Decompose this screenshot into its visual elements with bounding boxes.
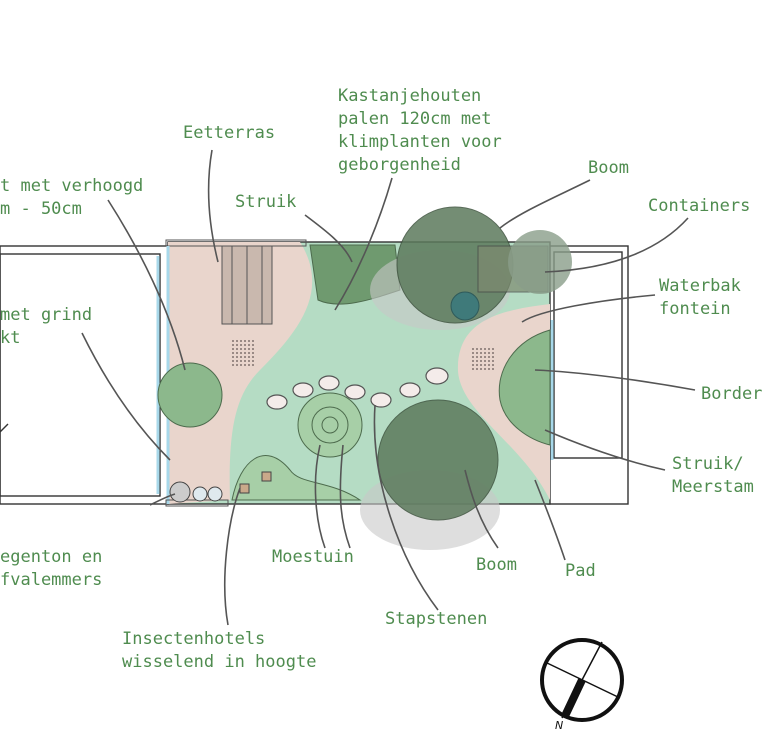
rain-barrel-icon <box>207 486 223 502</box>
label-kastanje-line1: Kastanjehouten <box>338 86 481 106</box>
moestuin-bed-lower <box>231 455 362 501</box>
label-struik-meerstam-line2: Meerstam <box>672 477 754 497</box>
eetterras-path <box>168 242 313 504</box>
label-kastanje-line2: palen 120cm met <box>338 109 492 129</box>
stepping-stone-icon <box>266 367 449 410</box>
drain-grate-right <box>472 348 496 372</box>
moestuin-bed <box>297 392 363 458</box>
label-struik: Struik <box>235 192 296 212</box>
north-label: N <box>555 719 563 732</box>
label-grind-line1: met grind <box>0 305 92 325</box>
label-regenton-line1: egenton en <box>0 547 102 567</box>
tree-icon <box>377 399 499 521</box>
insect-hotel-icon <box>239 483 250 494</box>
label-waterbak-line1: Waterbak <box>659 276 741 296</box>
label-struik-meerstam-line1: Struik/ <box>672 454 744 474</box>
label-insect-line2: wisselend in hoogte <box>122 652 316 672</box>
label-border: Border <box>701 384 762 404</box>
label-eetterras: Eetterras <box>183 123 275 143</box>
label-kastanje-line3: klimplanten voor <box>338 132 502 152</box>
label-insect-line1: Insectenhotels <box>122 629 265 649</box>
drain-grate-left <box>230 340 256 366</box>
label-verhoogd-line2: m - 50cm <box>0 199 82 219</box>
label-stapstenen: Stapstenen <box>385 609 487 629</box>
water-basin-icon <box>450 291 480 321</box>
compass-rose-icon: N <box>540 638 624 732</box>
leader-lines <box>81 149 696 626</box>
label-waterbak-line2: fontein <box>659 299 731 319</box>
label-verhoogd-line1: t met verhoogd <box>0 176 143 196</box>
shrub-icon <box>157 362 223 428</box>
label-boom-top: Boom <box>588 158 629 178</box>
border-planting <box>498 329 551 446</box>
label-pad: Pad <box>565 561 596 581</box>
rain-barrel-icon <box>169 481 191 503</box>
house-outline <box>0 245 169 505</box>
shrub-icon <box>508 230 572 294</box>
label-kastanje-line4: geborgenheid <box>338 155 461 175</box>
label-regenton-line2: fvalemmers <box>0 570 102 590</box>
label-boom-bottom: Boom <box>476 555 517 575</box>
label-grind-line2: kt <box>0 328 20 348</box>
rain-barrel-icon <box>192 486 208 502</box>
label-containers: Containers <box>648 196 750 216</box>
label-moestuin: Moestuin <box>272 547 354 567</box>
picnic-table <box>221 245 273 325</box>
insect-hotel-icon <box>261 471 272 482</box>
